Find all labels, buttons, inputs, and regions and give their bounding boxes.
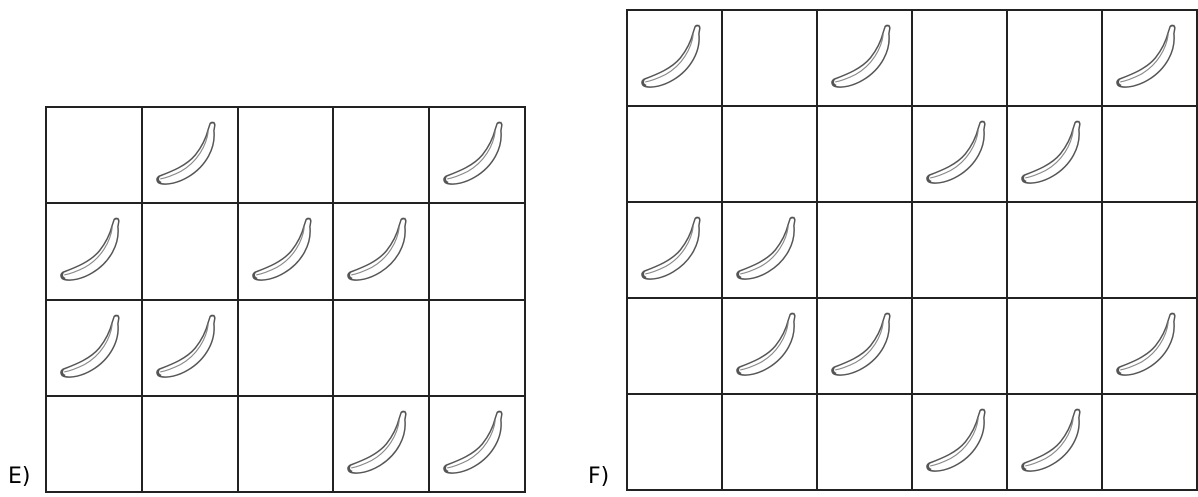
- grid-cell: [818, 203, 913, 299]
- grid-cell: [1008, 107, 1103, 203]
- grid-cell: [1103, 107, 1198, 203]
- grid-cell: [1103, 203, 1198, 299]
- grid-cell: [430, 300, 526, 397]
- option-f-grid: [626, 9, 1198, 491]
- grid-cell: [818, 107, 913, 203]
- option-e-label: E): [8, 464, 31, 489]
- grid-cell: [1103, 395, 1198, 491]
- grid-cell: [628, 299, 723, 395]
- grid-cell: [1008, 395, 1103, 491]
- banana-icon: [636, 211, 710, 289]
- banana-icon: [342, 405, 416, 483]
- grid-cell: [47, 396, 143, 493]
- grid-cell: [430, 396, 526, 493]
- option-e-grid: [45, 106, 526, 493]
- grid-cell: [723, 395, 818, 491]
- grid-cell: [238, 300, 335, 397]
- banana-icon: [636, 19, 710, 97]
- banana-icon: [55, 212, 129, 290]
- grid-cell: [1008, 11, 1103, 107]
- banana-icon: [921, 115, 995, 193]
- grid-cell: [818, 299, 913, 395]
- banana-icon: [826, 19, 900, 97]
- banana-icon: [1016, 403, 1090, 481]
- banana-icon: [921, 403, 995, 481]
- banana-icon: [247, 212, 321, 290]
- grid-cell: [47, 108, 143, 205]
- grid-cell: [430, 204, 526, 301]
- banana-icon: [731, 307, 805, 385]
- grid-cell: [47, 300, 143, 397]
- banana-icon: [1016, 115, 1090, 193]
- banana-icon: [438, 405, 512, 483]
- grid-cell: [628, 395, 723, 491]
- grid-cell: [238, 204, 335, 301]
- grid-cell: [142, 204, 239, 301]
- grid-cell: [1103, 11, 1198, 107]
- grid-cell: [238, 396, 335, 493]
- grid-cell: [723, 11, 818, 107]
- banana-icon: [438, 116, 512, 194]
- grid-cell: [238, 108, 335, 205]
- grid-cell: [818, 11, 913, 107]
- grid-cell: [1103, 299, 1198, 395]
- grid-cell: [1008, 203, 1103, 299]
- grid-cell: [723, 299, 818, 395]
- grid-cell: [723, 203, 818, 299]
- grid-cell: [142, 300, 239, 397]
- grid-cell: [334, 108, 431, 205]
- banana-icon: [342, 212, 416, 290]
- grid-cell: [913, 107, 1008, 203]
- grid-cell: [628, 11, 723, 107]
- grid-cell: [334, 300, 431, 397]
- option-f-label: F): [588, 464, 610, 489]
- grid-cell: [913, 11, 1008, 107]
- banana-icon: [826, 307, 900, 385]
- banana-icon: [151, 116, 225, 194]
- grid-cell: [913, 299, 1008, 395]
- banana-icon: [1111, 19, 1185, 97]
- grid-cell: [430, 108, 526, 205]
- grid-cell: [723, 107, 818, 203]
- grid-cell: [142, 396, 239, 493]
- grid-cell: [913, 395, 1008, 491]
- banana-icon: [151, 309, 225, 387]
- grid-cell: [334, 396, 431, 493]
- grid-cell: [818, 395, 913, 491]
- grid-cell: [628, 107, 723, 203]
- grid-cell: [334, 204, 431, 301]
- banana-icon: [731, 211, 805, 289]
- banana-icon: [1111, 307, 1185, 385]
- grid-cell: [142, 108, 239, 205]
- banana-icon: [55, 309, 129, 387]
- grid-cell: [913, 203, 1008, 299]
- grid-cell: [1008, 299, 1103, 395]
- grid-cell: [47, 204, 143, 301]
- grid-cell: [628, 203, 723, 299]
